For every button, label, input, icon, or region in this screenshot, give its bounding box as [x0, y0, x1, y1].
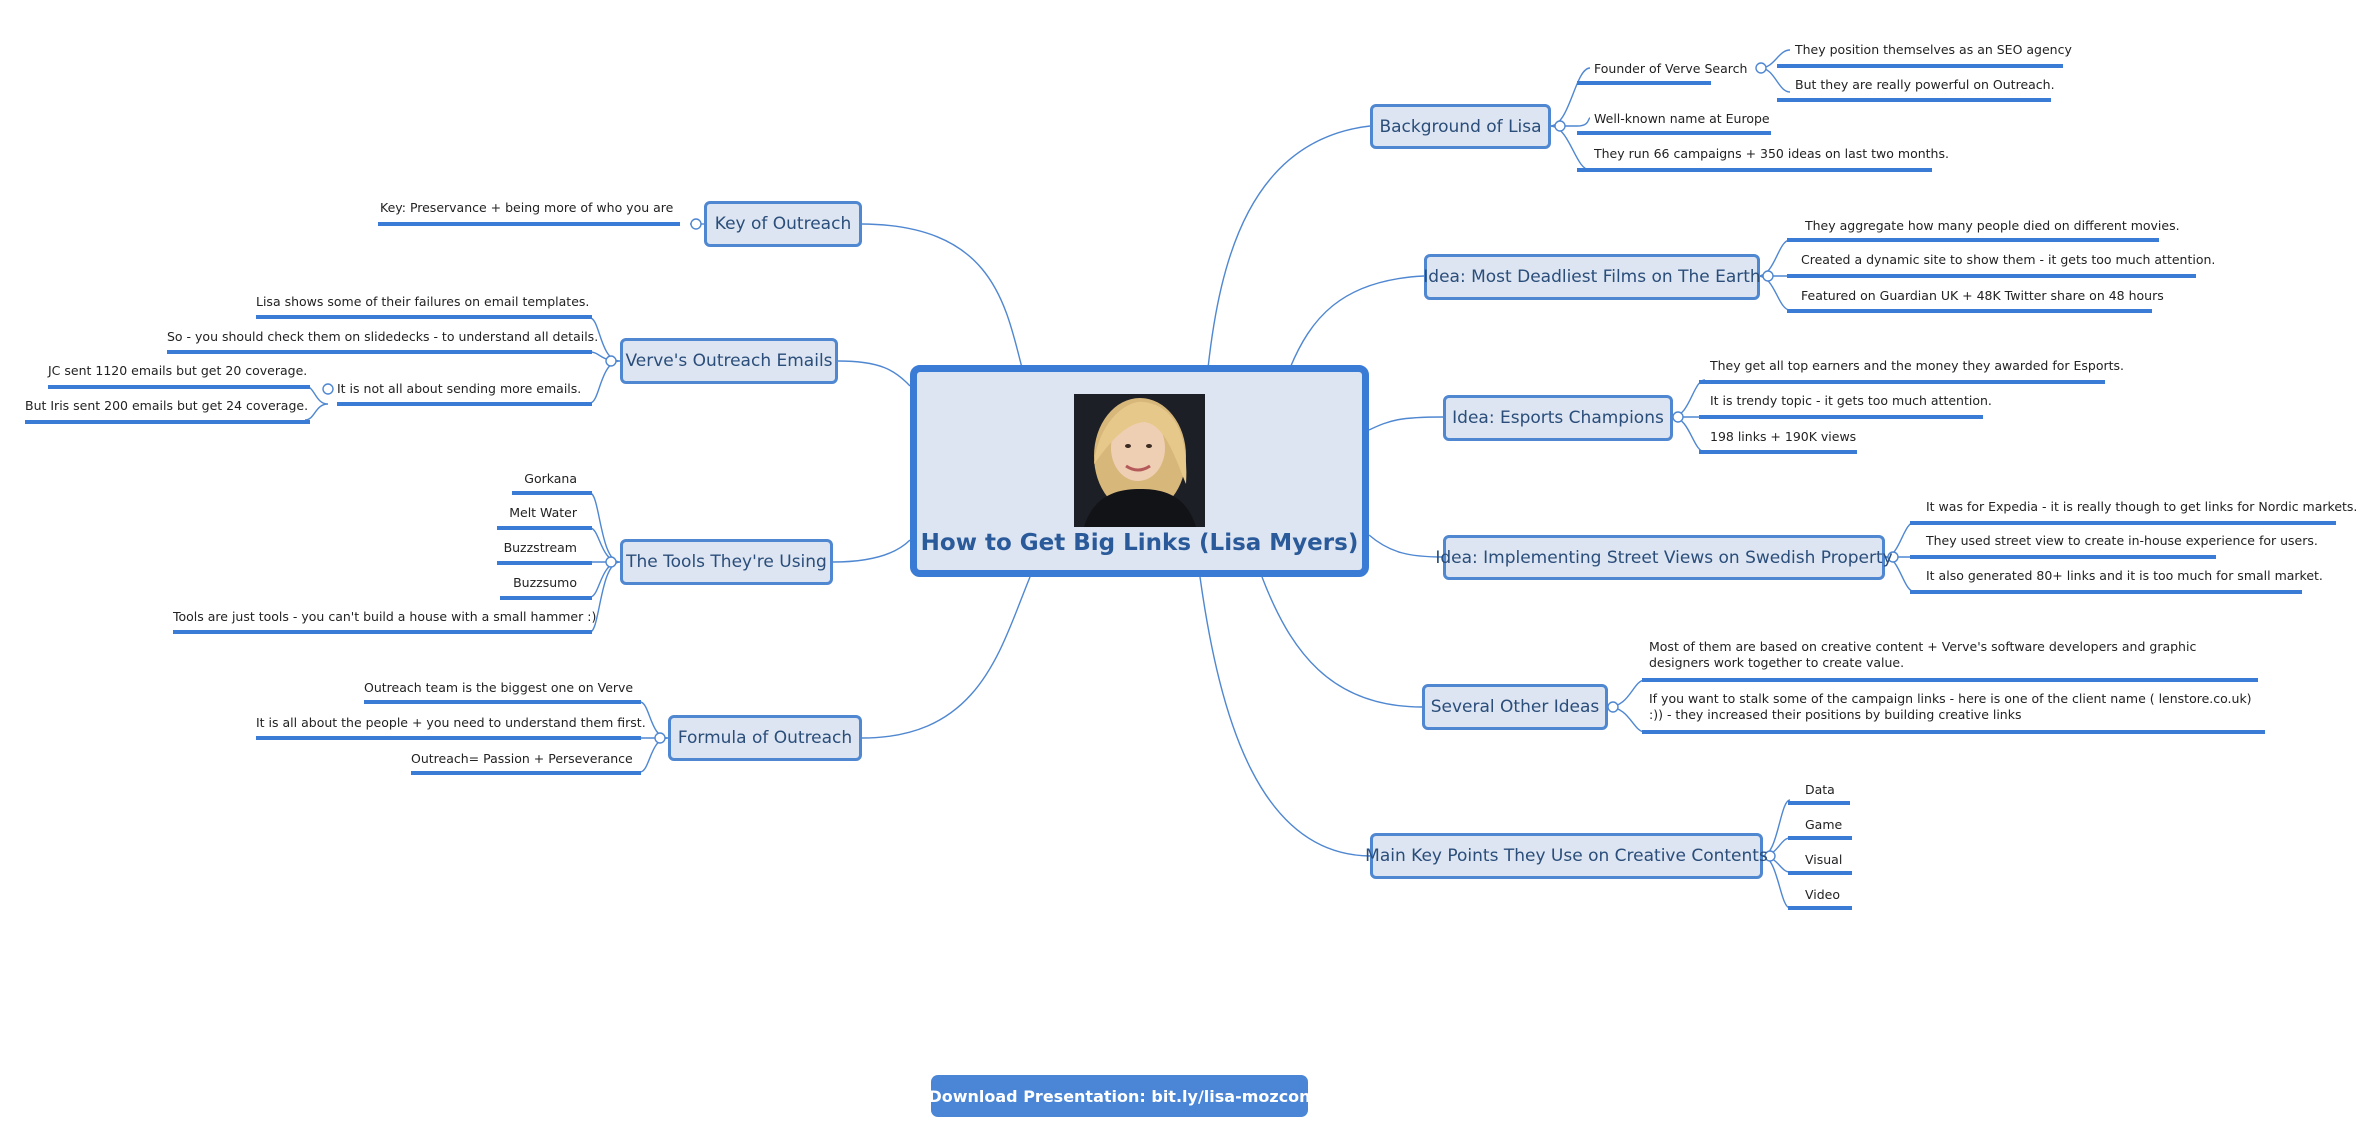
leaf-founder: Founder of Verve Search: [1594, 61, 1748, 76]
leaf-tool-buzzsumo: Buzzsumo: [513, 575, 577, 590]
topic-formula-of-outreach[interactable]: Formula of Outreach: [668, 715, 862, 761]
leaf-esports-1: They get all top earners and the money t…: [1710, 358, 2125, 373]
leaf-esports-2: It is trendy topic - it gets too much at…: [1710, 393, 1992, 408]
leaf-tools-hammer: Tools are just tools - you can't build a…: [173, 609, 597, 624]
leaf-seo-agency: They position themselves as an SEO agenc…: [1795, 42, 2072, 57]
leaf-well-known: Well-known name at Europe: [1594, 111, 1770, 126]
leaf-key-preservance: Key: Preservance + being more of who you…: [380, 200, 674, 215]
leaf-formula-2: It is all about the people + you need to…: [256, 715, 646, 730]
portrait-photo: [1074, 394, 1205, 527]
download-presentation-button[interactable]: Download Presentation: bit.ly/lisa-mozco…: [928, 1075, 1311, 1117]
leaf-powerful-outreach: But they are really powerful on Outreach…: [1795, 77, 2055, 92]
topic-esports-champions[interactable]: Idea: Esports Champions: [1443, 395, 1673, 441]
leaf-keypoint-visual: Visual: [1805, 852, 1843, 867]
leaf-deadliest-1: They aggregate how many people died on d…: [1805, 218, 2180, 233]
leaf-email-jc: JC sent 1120 emails but get 20 coverage.: [48, 363, 308, 378]
topic-deadliest-films[interactable]: Idea: Most Deadliest Films on The Earth: [1423, 254, 1761, 300]
leaf-street-3: It also generated 80+ links and it is to…: [1926, 568, 2323, 583]
leaf-deadliest-2: Created a dynamic site to show them - it…: [1801, 252, 2216, 267]
portrait-image-icon: [1074, 394, 1205, 527]
leaf-keypoint-game: Game: [1805, 817, 1843, 832]
leaf-keypoint-data: Data: [1805, 782, 1835, 797]
leaf-street-1: It was for Expedia - it is really though…: [1926, 499, 2358, 514]
central-topic[interactable]: How to Get Big Links (Lisa Myers): [910, 365, 1369, 577]
leaf-other-2: If you want to stalk some of the campaig…: [1649, 691, 2252, 722]
topic-verve-outreach-emails[interactable]: Verve's Outreach Emails: [620, 338, 838, 384]
leaf-tool-buzzstream: Buzzstream: [503, 540, 577, 555]
topic-several-other-ideas[interactable]: Several Other Ideas: [1422, 684, 1608, 730]
topic-key-of-outreach[interactable]: Key of Outreach: [704, 201, 862, 247]
topic-street-views[interactable]: Idea: Implementing Street Views on Swedi…: [1435, 535, 1893, 580]
leaf-keypoint-video: Video: [1805, 887, 1841, 902]
leaf-deadliest-3: Featured on Guardian UK + 48K Twitter sh…: [1801, 288, 2164, 303]
leaf-email-failures: Lisa shows some of their failures on ema…: [256, 294, 590, 309]
leaf-formula-3: Outreach= Passion + Perseverance: [411, 751, 633, 766]
leaf-street-2: They used street view to create in-house…: [1926, 533, 2318, 548]
leaf-email-slidedecks: So - you should check them on slidedecks…: [167, 329, 599, 344]
leaf-email-iris: But Iris sent 200 emails but get 24 cove…: [25, 398, 309, 413]
topic-main-key-points[interactable]: Main Key Points They Use on Creative Con…: [1365, 833, 1768, 879]
leaf-tool-meltwater: Melt Water: [509, 505, 577, 520]
topic-background-of-lisa[interactable]: Background of Lisa: [1370, 104, 1551, 149]
leaf-formula-1: Outreach team is the biggest one on Verv…: [364, 680, 634, 695]
leaf-email-not-all: It is not all about sending more emails.: [337, 381, 582, 396]
leaf-other-1: Most of them are based on creative conte…: [1649, 639, 2197, 670]
leaf-tool-gorkana: Gorkana: [524, 471, 577, 486]
leaf-esports-3: 198 links + 190K views: [1710, 429, 1857, 444]
leaf-campaigns: They run 66 campaigns + 350 ideas on las…: [1594, 146, 1949, 161]
central-title: How to Get Big Links (Lisa Myers): [920, 530, 1359, 556]
topic-tools[interactable]: The Tools They're Using: [620, 539, 833, 585]
